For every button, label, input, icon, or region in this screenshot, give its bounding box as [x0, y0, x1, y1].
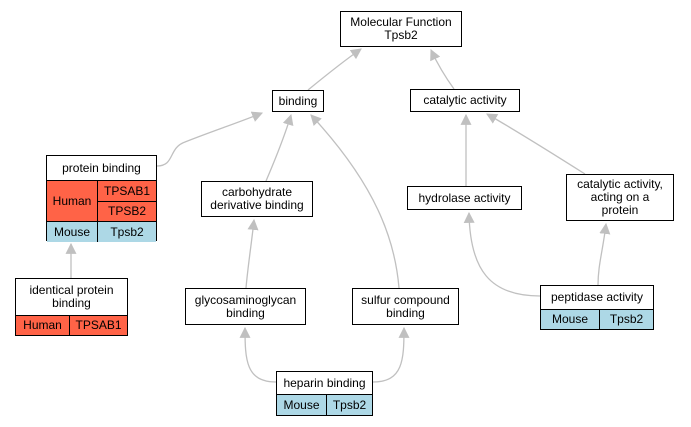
edge-glycosaminoglycan-binding-to-carbohydrate-derivative-binding — [245, 218, 259, 289]
edge-peptidase-activity-to-catalytic-activity-acting-on-protein — [597, 222, 611, 286]
node-binding[interactable]: binding — [272, 90, 324, 112]
species-human-cell: Human — [16, 315, 69, 335]
node-label: heparin binding — [277, 372, 372, 394]
edge-binding-to-molecular-function — [307, 48, 362, 91]
node-catalytic-activity-acting-on-protein[interactable]: catalytic activity, acting on a protein — [566, 174, 674, 221]
node-peptidase-activity[interactable]: peptidase activity Mouse Tpsb2 — [540, 285, 654, 330]
node-heparin-binding[interactable]: heparin binding Mouse Tpsb2 — [276, 371, 373, 416]
edge-catalytic-activity-acting-on-protein-to-catalytic-activity — [486, 113, 586, 175]
species-mouse-cell: Mouse — [541, 309, 599, 329]
gene-cell-tpsab1: TPSAB1 — [97, 180, 156, 201]
node-hydrolase-activity[interactable]: hydrolase activity — [407, 186, 522, 210]
edge-peptidase-activity-to-hydrolase-activity — [463, 211, 541, 297]
edge-catalytic-activity-to-molecular-function — [430, 49, 455, 90]
node-label: protein binding — [47, 156, 156, 180]
edge-protein-binding-to-binding — [156, 111, 264, 167]
species-mouse-cell: Mouse — [277, 394, 326, 415]
node-molecular-function[interactable]: Molecular Function Tpsb2 — [340, 11, 462, 47]
gene-cell-tpsab1: TPSAB1 — [69, 315, 127, 335]
node-catalytic-activity[interactable]: catalytic activity — [410, 89, 520, 112]
edge-heparin-binding-to-glycosaminoglycan-binding — [239, 326, 277, 383]
node-protein-binding[interactable]: protein binding Human TPSAB1 TPSB2 Mouse… — [46, 155, 157, 242]
species-mouse-cell: Mouse — [47, 221, 97, 242]
node-sulfur-compound-binding[interactable]: sulfur compound binding — [352, 288, 459, 325]
edge-sulfur-compound-binding-to-binding — [310, 114, 400, 289]
node-label: identical protein binding — [16, 279, 127, 315]
edge-carbohydrate-derivative-binding-to-binding — [265, 113, 294, 182]
node-identical-protein-binding[interactable]: identical protein binding Human TPSAB1 — [15, 278, 128, 336]
gene-cell-tpsb2-mouse: Tpsb2 — [97, 221, 156, 242]
node-glycosaminoglycan-binding[interactable]: glycosaminoglycan binding — [185, 288, 306, 325]
gene-cell-tpsb2: TPSB2 — [97, 201, 156, 221]
node-carbohydrate-derivative-binding[interactable]: carbohydrate derivative binding — [201, 181, 313, 217]
species-human-cell: Human — [47, 180, 97, 221]
node-label: peptidase activity — [541, 286, 653, 309]
gene-cell-tpsb2: Tpsb2 — [599, 309, 653, 329]
gene-cell-tpsb2: Tpsb2 — [326, 394, 372, 415]
edge-heparin-binding-to-sulfur-compound-binding — [372, 326, 410, 383]
